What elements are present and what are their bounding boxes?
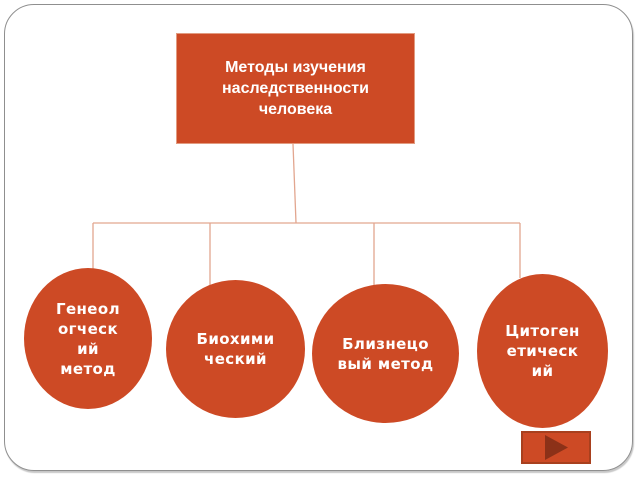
title-box: Методы изучения наследственности человек… (176, 33, 415, 144)
node-twin-method: Близнецо вый метод (312, 284, 459, 423)
node-label: Генеол огческ ий метод (56, 299, 120, 378)
node-label: Биохими ческий (196, 330, 275, 368)
node-label: Цитоген етическ ий (505, 322, 580, 380)
connector-root-stem (292, 143, 297, 224)
node-cytogenetic-method: Цитоген етическ ий (477, 274, 608, 428)
node-biochemical-method: Биохими ческий (166, 280, 305, 418)
node-label: Близнецо вый метод (337, 334, 434, 373)
node-genealogical-method: Генеол огческ ий метод (24, 268, 152, 409)
play-icon (544, 435, 568, 460)
next-slide-button[interactable] (521, 431, 591, 464)
title-text: Методы изучения наследственности человек… (222, 59, 369, 118)
